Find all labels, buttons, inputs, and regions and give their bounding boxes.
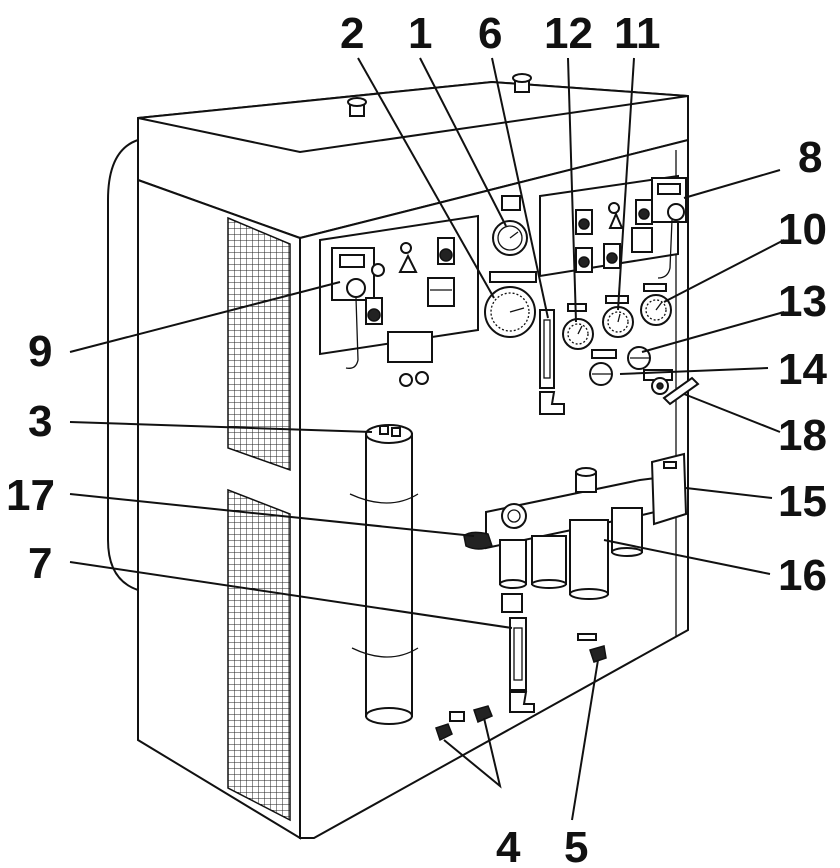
drain-valve-4b (473, 705, 493, 724)
callout-6: 6 (478, 9, 502, 58)
leader-5 (571, 659, 599, 821)
controller-knob-left (346, 278, 366, 298)
middle-instruments (484, 195, 565, 415)
callout-11: 11 (614, 9, 661, 58)
leader-16 (603, 539, 771, 575)
leader-15 (685, 487, 773, 499)
box-15 (650, 452, 688, 526)
leader-12 (567, 57, 577, 323)
leader-8 (683, 169, 781, 199)
flowmeter-7 (501, 593, 535, 713)
flowmeter-6 (539, 309, 555, 389)
callout-1: 1 (408, 9, 432, 58)
top-bolt-right (512, 73, 532, 93)
callout-8: 8 (798, 133, 822, 182)
callout-12: 12 (544, 9, 593, 58)
callout-3: 3 (28, 397, 52, 446)
vent-grille-upper (227, 216, 291, 472)
drain-valves (435, 633, 607, 742)
leader-lines (69, 57, 785, 821)
leader-10 (663, 239, 785, 303)
callout-5: 5 (564, 823, 588, 868)
vent-grille-lower (227, 488, 291, 822)
controller-knob-right (667, 203, 685, 221)
callout-15: 15 (778, 477, 827, 526)
drain-valve-5 (589, 645, 607, 663)
leader-17 (69, 493, 475, 537)
filter-cylinder-3 (349, 424, 419, 725)
callout-10: 10 (778, 205, 827, 254)
callout-14: 14 (778, 345, 827, 394)
callout-7: 7 (28, 539, 52, 588)
leader-18 (683, 393, 781, 433)
callout-2: 2 (340, 9, 364, 58)
leader-6 (491, 57, 549, 319)
leader-7 (69, 561, 513, 629)
leader-4 (443, 717, 502, 789)
filter-unit (463, 467, 673, 600)
left-control-panel (319, 214, 479, 387)
top-bolt-left (347, 97, 367, 117)
pipe-18 (662, 376, 700, 406)
drain-valve-4a (435, 723, 453, 742)
callout-17: 17 (6, 471, 55, 520)
leader-2 (357, 57, 495, 299)
valves (589, 346, 700, 406)
callout-16: 16 (778, 551, 827, 600)
callout-18: 18 (778, 411, 827, 460)
callout-4: 4 (496, 823, 521, 868)
callout-9: 9 (28, 327, 52, 376)
callout-numbers: 2 1 6 12 11 8 10 13 14 18 15 16 9 3 17 7… (6, 9, 827, 868)
leader-3 (69, 421, 373, 433)
filter-16 (569, 519, 609, 595)
callout-13: 13 (778, 277, 827, 326)
leader-11 (617, 57, 635, 311)
leader-1 (419, 57, 507, 227)
leader-14 (619, 367, 769, 375)
pressure-gauges (562, 283, 672, 350)
leader-13 (641, 311, 785, 353)
leader-9 (69, 281, 341, 353)
